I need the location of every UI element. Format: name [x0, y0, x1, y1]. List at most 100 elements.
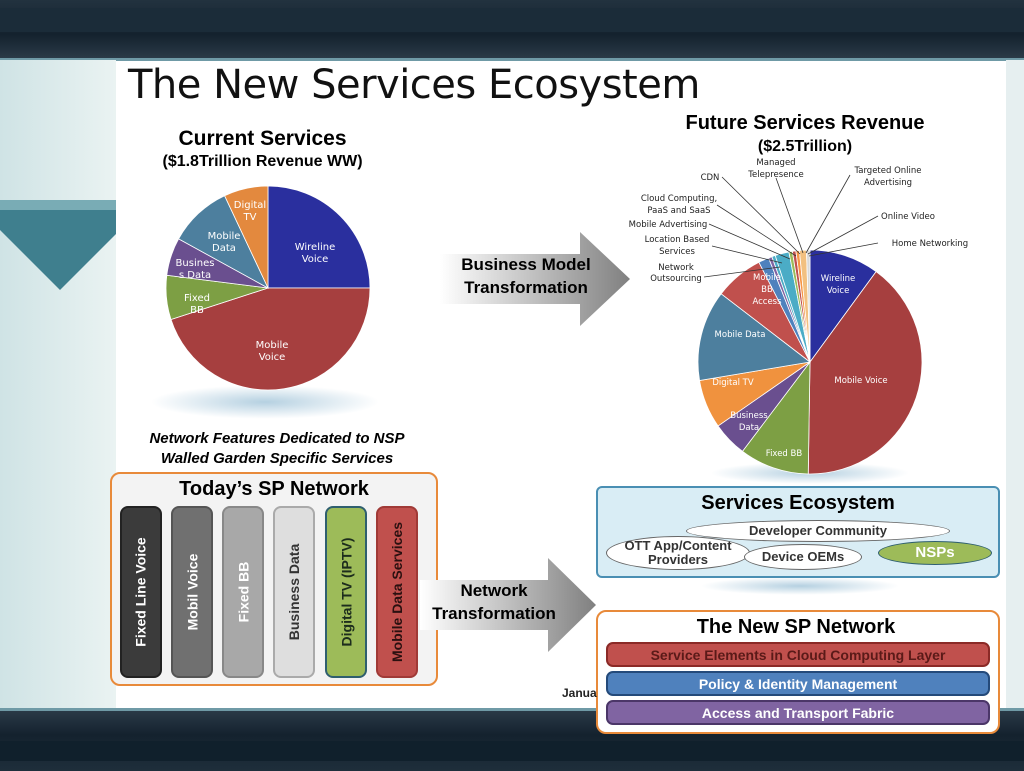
- top-banner-stripe: [0, 8, 1024, 32]
- pie1-label: TV: [243, 212, 257, 223]
- pie1-label: s Data: [179, 270, 211, 281]
- future-services-pie: Network Outsourcing Location Based Servi…: [629, 158, 968, 475]
- pie1-label: Data: [212, 243, 236, 254]
- pie-slice-mobile-voice: [807, 271, 923, 475]
- todays-sp-network-heading: Today’s SP Network: [179, 478, 369, 500]
- pie1-label: Fixed: [184, 293, 210, 304]
- nsps-label: NSPs: [915, 544, 955, 561]
- pie2-callout: CDN: [701, 173, 720, 183]
- pillar-fixed-line-voice: Fixed Line Voice: [120, 506, 162, 678]
- ott-providers-oval: OTT App/Content Providers: [606, 536, 750, 570]
- current-services-pie: Wireline Voice Mobile Voice Fixed BB Bus…: [165, 185, 371, 391]
- pie-slice-wireline-voice: [267, 185, 371, 289]
- pie2-callout: Cloud Computing,: [641, 194, 717, 204]
- pie2-label: Digital TV: [712, 378, 753, 388]
- pie1-label: Busines: [176, 258, 215, 269]
- pie2-callout: Advertising: [864, 178, 912, 188]
- policy-identity-layer: Policy & Identity Management: [606, 671, 990, 696]
- pie-slice-wireline-voice: [809, 249, 877, 364]
- new-sp-network-panel: The New SP Network Service Elements in C…: [596, 610, 1000, 734]
- right-decor-strip: [1006, 60, 1024, 708]
- pie1-label: Digital: [234, 200, 266, 211]
- pie1-label: Voice: [302, 254, 329, 265]
- pillar-mobil-voice: Mobil Voice: [171, 506, 213, 678]
- todays-sp-network-panel: Today’s SP Network Fixed Line Voice Mobi…: [110, 472, 438, 686]
- pillar-label: Fixed BB: [235, 561, 251, 623]
- pie2-callout: Location Based: [645, 235, 710, 245]
- pie-slice-digital-tv: [224, 185, 269, 289]
- developer-community-label: Developer Community: [749, 523, 887, 538]
- pie2-callout: Outsourcing: [650, 274, 702, 284]
- bottom-banner-stripe: [0, 741, 1024, 761]
- pie2-label: Access: [752, 297, 782, 307]
- nsps-oval: NSPs: [878, 541, 992, 565]
- pie2-callout: PaaS and SaaS: [647, 206, 710, 216]
- pie-slice-home-networking: [806, 249, 811, 363]
- pillar-label: Business Data: [286, 543, 303, 641]
- pie2-label: Business: [730, 411, 768, 421]
- walled-garden-line2: Walled Garden Specific Services: [160, 450, 394, 467]
- pillar-label: Fixed Line Voice: [133, 537, 149, 647]
- pillar-fixed-bb: Fixed BB: [222, 506, 264, 678]
- pie-slice-mobile-voice: [170, 287, 371, 391]
- services-ecosystem-heading: Services Ecosystem: [701, 492, 895, 514]
- pillar-label: Mobil Voice: [184, 553, 200, 631]
- device-oems-oval: Device OEMs: [744, 544, 862, 570]
- pie1-label: Wireline: [295, 242, 336, 253]
- pie-slice-fixed-bb: [741, 360, 811, 475]
- pie1-label: Mobile: [256, 340, 289, 351]
- pie2-callout: Targeted Online: [853, 166, 921, 176]
- pie-slice-mobile-data: [697, 293, 811, 381]
- pie-shadow: [150, 385, 380, 419]
- pie2-label: Voice: [827, 286, 850, 296]
- pie2-label: Data: [739, 423, 759, 433]
- developer-community-oval: Developer Community: [686, 520, 950, 542]
- pie2-label: Wireline: [821, 274, 855, 284]
- access-transport-layer: Access and Transport Fabric: [606, 700, 990, 725]
- business-model-line1: Business Model: [461, 255, 591, 274]
- pie2-callout: Telepresence: [747, 170, 803, 180]
- pie2-callout: Home Networking: [892, 239, 968, 249]
- business-model-line2: Transformation: [464, 278, 588, 297]
- access-transport-label: Access and Transport Fabric: [701, 704, 895, 721]
- pie1-label: Voice: [259, 352, 286, 363]
- pie2-label: Mobile Voice: [834, 376, 887, 386]
- walled-garden-line1: Network Features Dedicated to NSP: [149, 430, 405, 447]
- future-services-subheading: ($2.5Trillion): [757, 138, 853, 155]
- services-ecosystem-panel: Services Ecosystem Developer Community O…: [596, 486, 1000, 578]
- chevron-decor-dark: [0, 210, 116, 290]
- pillar-business-data: Business Data: [273, 506, 315, 678]
- pie2-label: Fixed BB: [766, 449, 803, 459]
- device-oems-label: Device OEMs: [761, 549, 845, 564]
- service-elements-label: Service Elements in Cloud Computing Laye…: [650, 646, 946, 663]
- pie2-callout: Services: [659, 247, 695, 257]
- service-elements-layer: Service Elements in Cloud Computing Laye…: [606, 642, 990, 667]
- pie1-label: Mobile: [208, 231, 241, 242]
- pillar-mobile-data-services: Mobile Data Services: [376, 506, 418, 678]
- pillar-label: Digital TV (IPTV): [338, 537, 355, 647]
- top-banner: [0, 0, 1024, 61]
- pillar-label: Mobile Data Services: [389, 521, 405, 663]
- footer-date: Janua: [562, 686, 597, 700]
- pillar-digital-tv: Digital TV (IPTV): [325, 506, 367, 678]
- future-services-heading: Future Services Revenue: [685, 112, 925, 134]
- business-model-arrow: [440, 232, 630, 326]
- new-sp-network-heading: The New SP Network: [696, 616, 896, 638]
- pie2-label: Mobile: [753, 273, 781, 283]
- left-decor-panel: [0, 60, 116, 708]
- callout-lines: [703, 174, 879, 278]
- network-transformation-line2: Transformation: [432, 604, 556, 623]
- policy-identity-label: Policy & Identity Management: [698, 675, 898, 692]
- pie2-callout: Mobile Advertising: [629, 220, 708, 230]
- pie2-callout: Online Video: [881, 212, 935, 222]
- current-services-subheading: ($1.8Trillion Revenue WW): [162, 153, 363, 170]
- ecosystem-shadow: [700, 577, 900, 595]
- network-transformation-arrow: [420, 558, 596, 652]
- pie2-label: Mobile Data: [715, 330, 766, 340]
- network-transformation-line1: Network: [460, 581, 528, 600]
- slide-title: The New Services Ecosystem: [128, 62, 700, 108]
- current-services-heading: Current Services: [178, 127, 347, 150]
- pie1-label: BB: [190, 305, 204, 316]
- pie2-callout: Network: [658, 263, 694, 273]
- pie2-label: BB: [761, 285, 773, 295]
